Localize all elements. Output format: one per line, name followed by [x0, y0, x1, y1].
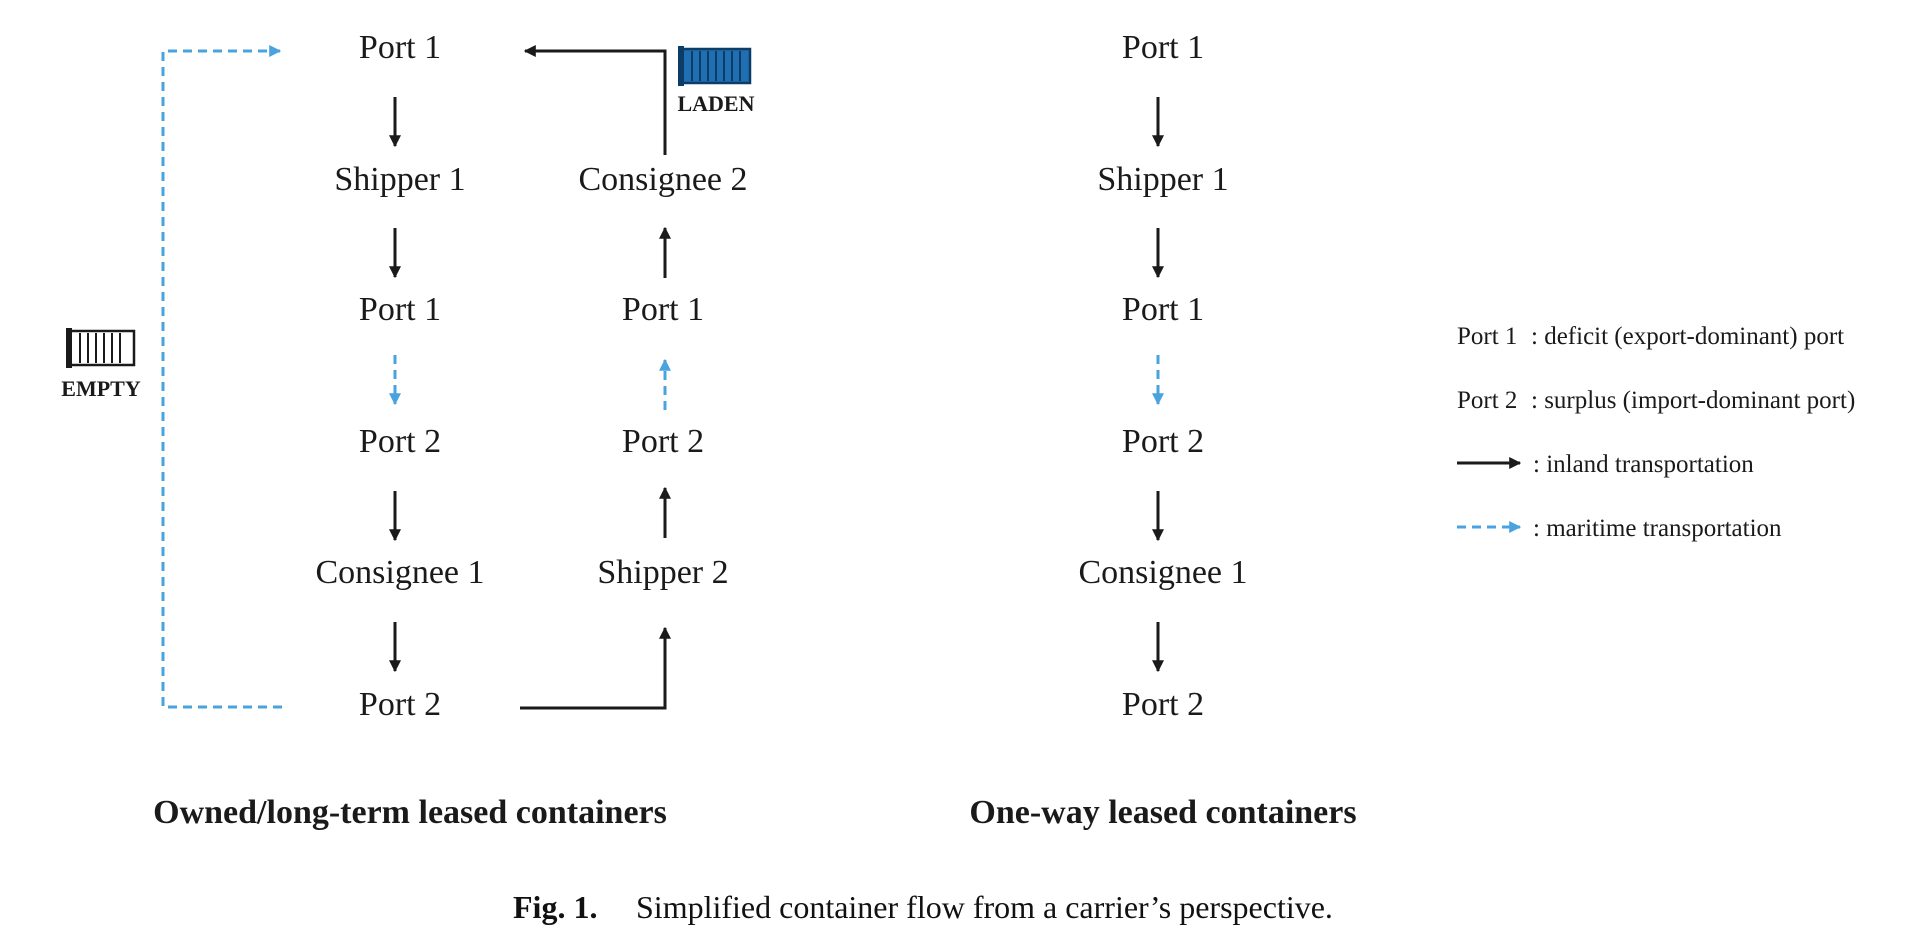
right-node-port2-bottom: Port 2 — [1122, 686, 1204, 723]
left-node-consignee2: Consignee 2 — [578, 161, 747, 198]
left-node-port1-col2: Port 1 — [622, 291, 704, 328]
right-node-port1-mid: Port 1 — [1122, 291, 1204, 328]
caption-label: Fig. 1. — [513, 889, 597, 925]
left-panel-title: Owned/long-term leased containers — [153, 794, 667, 831]
legend-port2-term: Port 2 — [1457, 387, 1517, 414]
empty-container-icon — [66, 328, 136, 368]
legend-port2-desc: : surplus (import-dominant port) — [1531, 387, 1855, 414]
left-node-port2-col2: Port 2 — [622, 423, 704, 460]
arrow-consignee2-to-port1-laden — [523, 45, 667, 155]
left-node-consignee1: Consignee 1 — [315, 554, 484, 591]
left-node-port1-mid: Port 1 — [359, 291, 441, 328]
right-node-port1-top: Port 1 — [1122, 29, 1204, 66]
caption-text: Simplified container flow from a carrier… — [636, 889, 1333, 925]
left-node-shipper2: Shipper 2 — [597, 554, 728, 591]
left-node-port2-bottom: Port 2 — [359, 686, 441, 723]
right-node-shipper1: Shipper 1 — [1097, 161, 1228, 198]
legend: Port 1 : deficit (export-dominant) port … — [1457, 323, 1855, 542]
legend-port1-term: Port 1 — [1457, 323, 1517, 350]
right-node-consignee1: Consignee 1 — [1078, 554, 1247, 591]
left-node-shipper1: Shipper 1 — [334, 161, 465, 198]
left-node-port2-mid: Port 2 — [359, 423, 441, 460]
empty-label: EMPTY — [61, 376, 141, 401]
arrow-empty-repositioning — [161, 45, 282, 709]
arrow-port2-bottom-to-shipper2 — [520, 626, 671, 710]
laden-label: LADEN — [677, 91, 754, 116]
right-panel-title: One-way leased containers — [969, 794, 1356, 831]
left-node-port1-top: Port 1 — [359, 29, 441, 66]
right-node-port2-mid: Port 2 — [1122, 423, 1204, 460]
legend-port1-desc: : deficit (export-dominant) port — [1531, 323, 1844, 350]
legend-maritime-desc: : maritime transportation — [1533, 515, 1782, 542]
legend-inland-desc: : inland transportation — [1533, 451, 1754, 478]
figure-caption: Fig. 1. Simplified container flow from a… — [513, 889, 1333, 925]
laden-container-icon — [678, 46, 752, 86]
